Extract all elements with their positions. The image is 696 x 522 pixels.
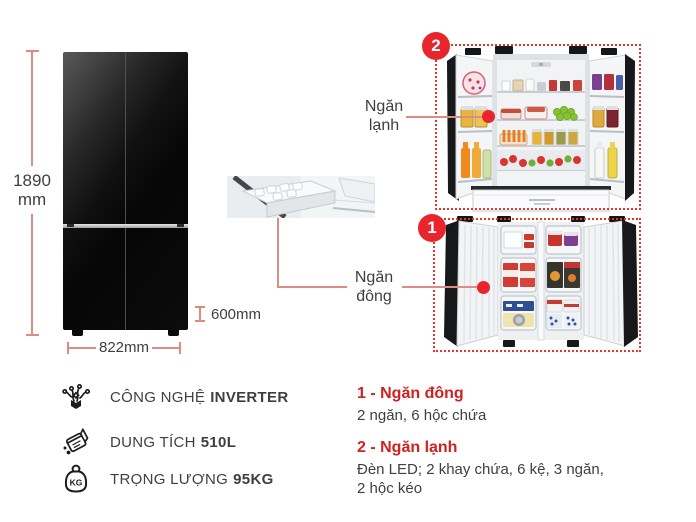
freezer-R3-items: [546, 299, 580, 328]
freezer-zone-outline: [433, 218, 641, 352]
fresh-zone-badge: 2: [422, 32, 450, 60]
capacity-icon: [58, 426, 94, 458]
fridge-foot: [168, 330, 179, 336]
height-dim-bottom-cap: [26, 334, 39, 336]
freezer-R1-items: [548, 231, 578, 246]
freezer-connector-vertical: [277, 218, 279, 288]
spec-fresh-line1: Đèn LED; 2 khay chứa, 6 kệ, 3 ngăn,: [357, 461, 604, 478]
weight-icon-text: KG: [70, 478, 83, 488]
width-dim-line-left: [69, 347, 96, 349]
height-dim-top-cap: [26, 50, 39, 52]
depth-dim-top-cap: [195, 306, 205, 308]
fridge-front-photo: [63, 52, 188, 336]
depth-dimension-label: 600mm: [211, 306, 262, 323]
freezer-connector-left: [277, 286, 347, 288]
freezer-L1-items: [503, 231, 534, 249]
inverter-icon: [58, 381, 94, 413]
shelf3-items: [499, 129, 579, 146]
fridge-door-gap: [125, 52, 126, 330]
fresh-interior: [493, 54, 589, 190]
width-dim-right-tick: [179, 342, 181, 354]
shelf2-items: [500, 106, 578, 122]
fresh-zone-outline: [435, 44, 641, 210]
weight-icon: KG: [58, 463, 94, 495]
ice-tray-illustration: [227, 176, 375, 218]
depth-dim-bottom-cap: [195, 320, 205, 322]
depth-dim-line: [199, 308, 201, 320]
fridge-door-split-trim: [63, 224, 188, 228]
freezer-right-door: [583, 220, 638, 347]
spec-freezer-line: 2 ngăn, 6 hộc chứa: [357, 407, 487, 424]
fresh-left-door: [447, 54, 494, 201]
fresh-connector-line: [406, 116, 484, 118]
width-dimension-label: 822mm: [98, 339, 150, 356]
spec-freezer-heading: 1 - Ngăn đông: [357, 385, 464, 402]
crisper-produce: [497, 150, 585, 170]
freezer-callout-dot: [477, 281, 490, 294]
freezer-compartment-illustration: [444, 216, 638, 347]
fresh-right-door: [588, 54, 635, 201]
freezer-L3-items: [503, 301, 534, 327]
fresh-callout-dot: [482, 110, 495, 123]
spec-fresh-heading: 2 - Ngăn lạnh: [357, 439, 458, 456]
freezer-compartment-photo: [443, 216, 639, 352]
ice-tray-image: [227, 176, 375, 218]
freezer-zone-badge: 1: [418, 214, 446, 242]
freezer-L2-items: [503, 263, 535, 287]
fresh-compartment-photo: [443, 46, 639, 214]
fresh-pantry-drawer: [471, 186, 611, 212]
freezer-R2-items: [547, 262, 580, 288]
freezer-interior: [498, 221, 584, 347]
width-dim-left-tick: [67, 342, 69, 354]
top-hinges: [465, 46, 617, 55]
width-dim-line-right: [152, 347, 179, 349]
fridge-foot: [72, 330, 83, 336]
height-dim-line-lower: [31, 214, 33, 334]
spec-text-block: 1 - Ngăn đông 2 ngăn, 6 hộc chứa 2 - Ngă…: [357, 385, 687, 498]
spec-fresh-line2: 2 hộc kéo: [357, 480, 423, 497]
height-dim-line-upper: [31, 52, 33, 166]
shelf1-items: [501, 78, 582, 92]
fresh-compartment-illustration: [447, 46, 635, 212]
freezer-connector-right: [402, 286, 478, 288]
